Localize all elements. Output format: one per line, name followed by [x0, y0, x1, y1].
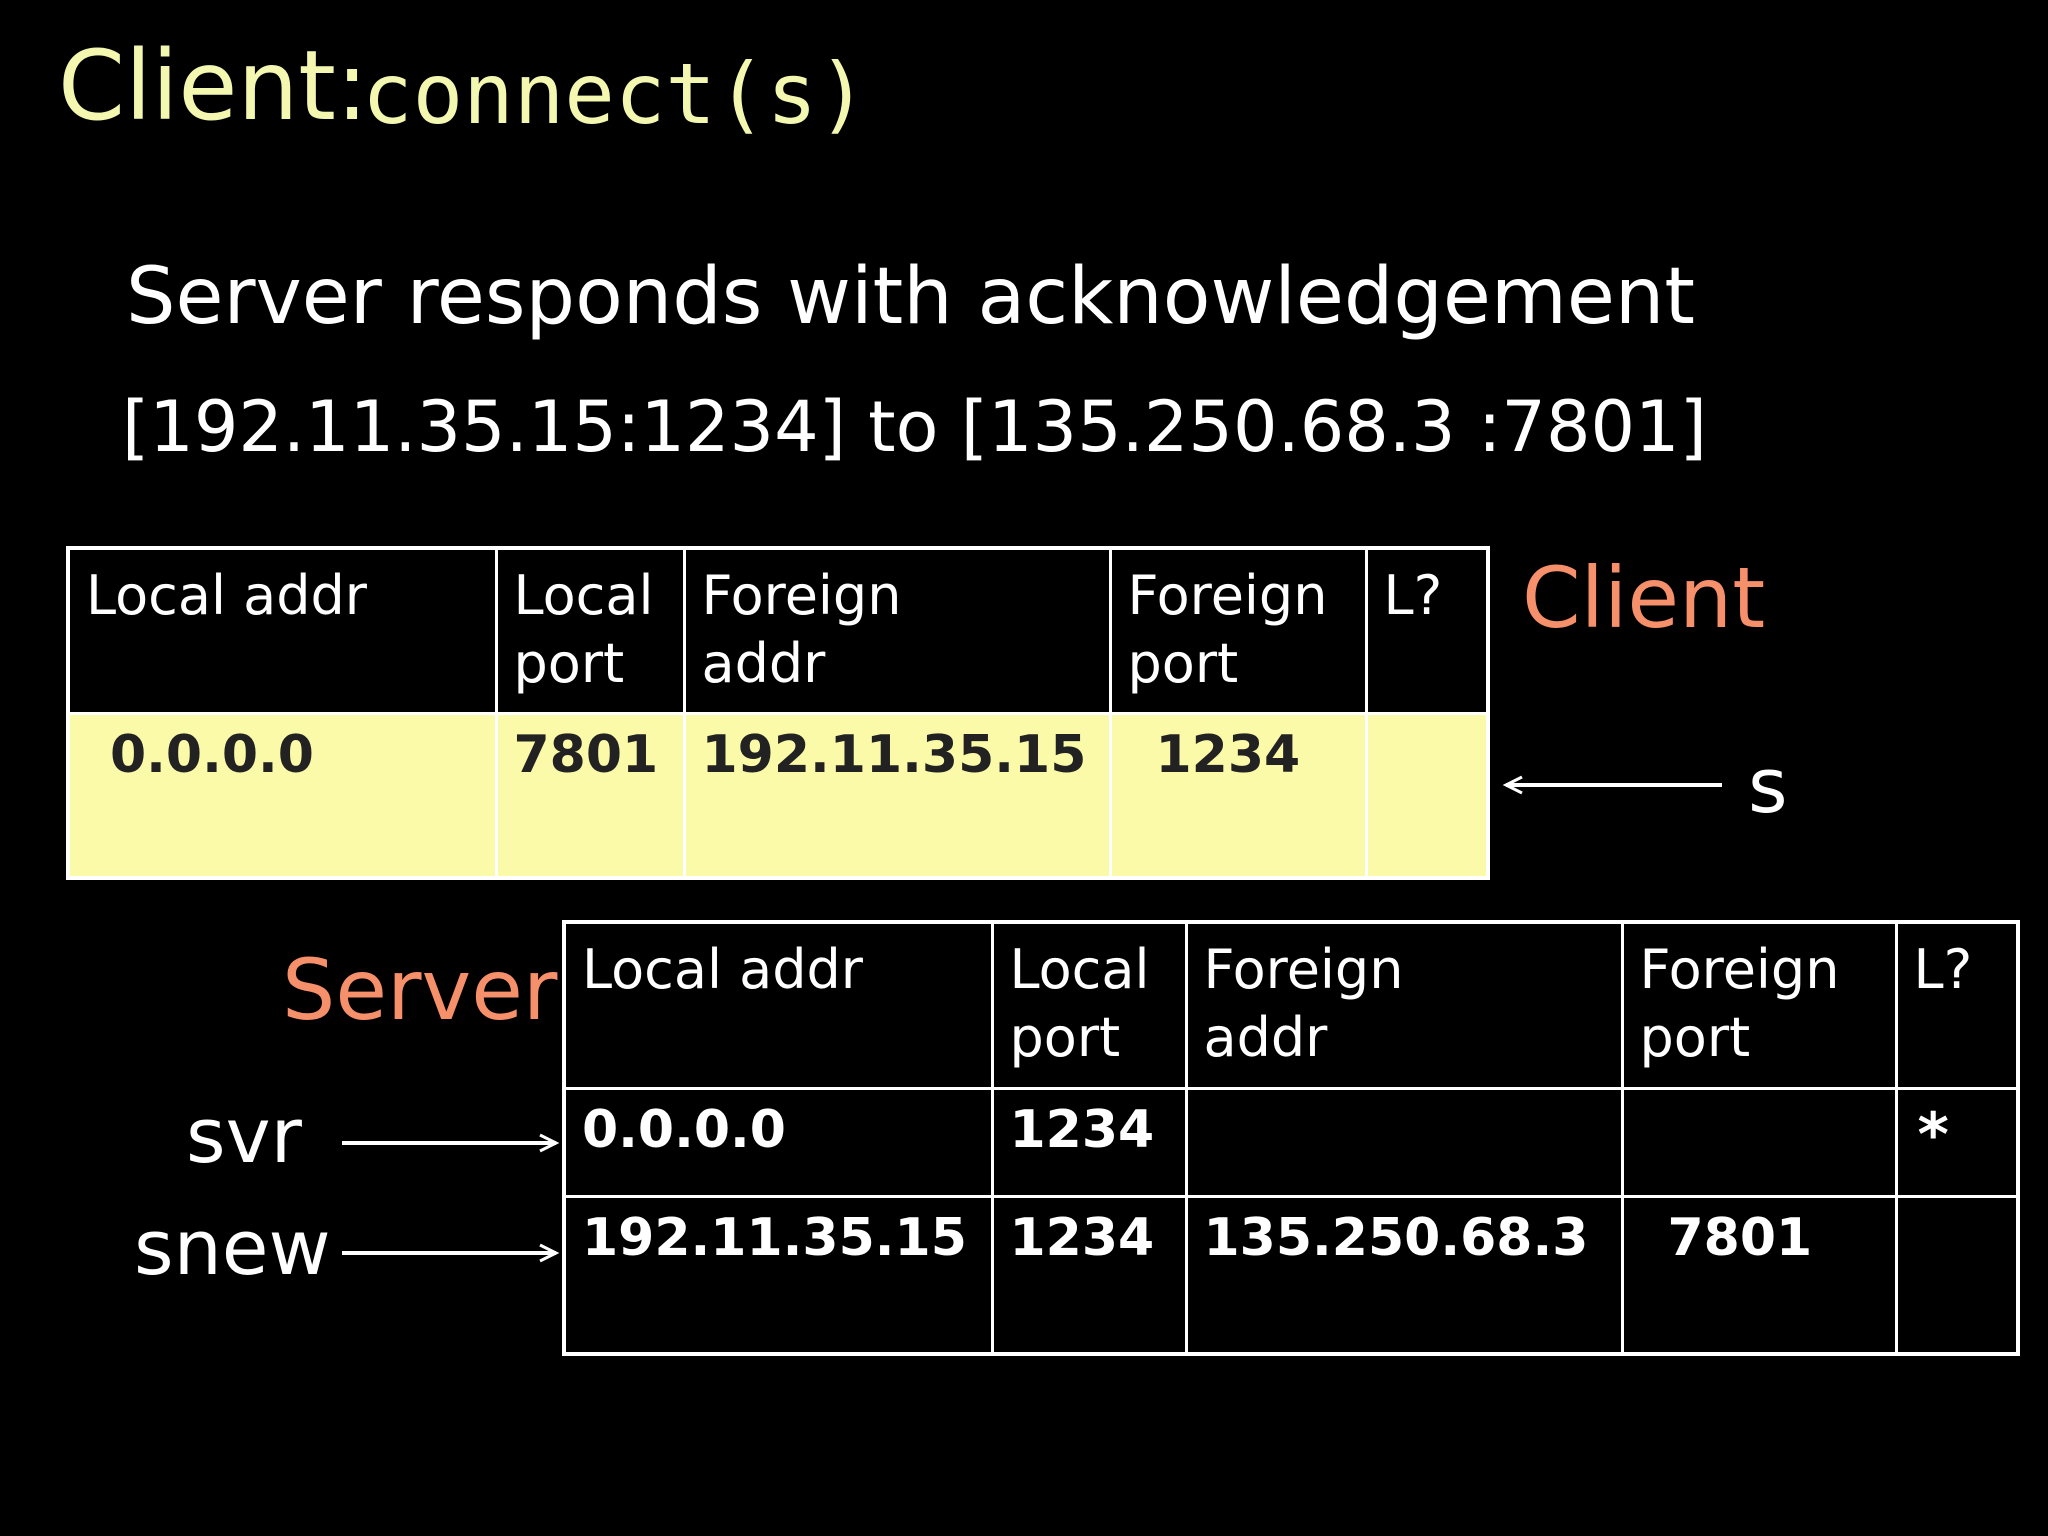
- svr-pointer-label: svr: [186, 1091, 302, 1180]
- title-code: connect(s): [362, 45, 868, 143]
- table-row: 0.0.0.0 1234 *: [562, 1086, 2020, 1198]
- cell-foreign-addr: 192.11.35.15: [682, 711, 1112, 880]
- table-row: 192.11.35.15 1234 135.250.68.3 7801: [562, 1194, 2020, 1356]
- address-line: [192.11.35.15:1234] to [135.250.68.3 :78…: [122, 386, 1707, 468]
- cell-foreign-port: 1234: [1108, 711, 1368, 880]
- cell-local-addr: 0.0.0.0: [562, 1086, 994, 1198]
- s-pointer-label: s: [1748, 741, 1788, 830]
- s-arrow: [1502, 775, 1722, 795]
- cell-listen: [1894, 1194, 2020, 1356]
- cell-local-port: 1234: [990, 1086, 1188, 1198]
- snew-arrow: [342, 1243, 560, 1263]
- server-label: Server: [282, 941, 558, 1039]
- subtitle: Server responds with acknowledgement: [126, 252, 1695, 342]
- cell-foreign-addr: [1184, 1086, 1624, 1198]
- svr-arrow: [342, 1133, 560, 1153]
- cell-listen: [1364, 711, 1490, 880]
- cell-local-port: 7801: [494, 711, 686, 880]
- cell-listen: *: [1894, 1086, 2020, 1198]
- header-listen: L?: [1364, 546, 1490, 715]
- cell-local-addr: 0.0.0.0: [66, 711, 498, 880]
- snew-pointer-label: snew: [134, 1203, 331, 1292]
- cell-foreign-addr: 135.250.68.3: [1184, 1194, 1624, 1356]
- table-row: 0.0.0.0 7801 192.11.35.15 1234: [66, 711, 1490, 880]
- cell-local-port: 1234: [990, 1194, 1188, 1356]
- cell-foreign-port: 7801: [1620, 1194, 1898, 1356]
- cell-foreign-port: [1620, 1086, 1898, 1198]
- header-local-addr: Local addr: [562, 920, 994, 1090]
- client-label: Client: [1522, 549, 1766, 647]
- title-prefix: Client:: [58, 30, 369, 142]
- cell-local-addr: 192.11.35.15: [562, 1194, 994, 1356]
- header-local-addr: Local addr: [66, 546, 498, 715]
- header-listen: L?: [1894, 920, 2020, 1090]
